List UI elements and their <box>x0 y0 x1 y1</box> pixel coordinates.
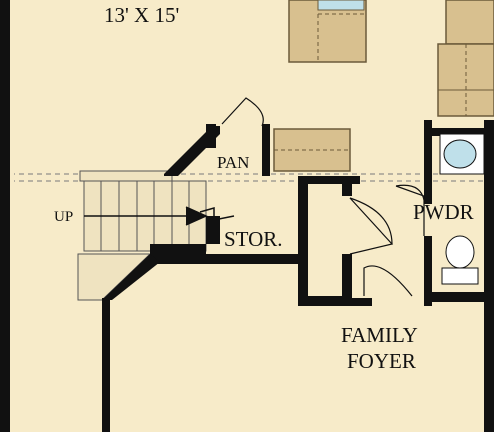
foyer-label-line2: FOYER <box>347 349 416 373</box>
toilet-icon <box>441 235 479 285</box>
stairs-up-label: UP <box>54 209 73 225</box>
powder-room-label: PWDR <box>413 200 474 224</box>
storage-label: STOR. <box>224 227 283 251</box>
foyer-label-line1: FAMILY <box>341 323 418 347</box>
powder-door <box>395 184 425 236</box>
pantry-label: PAN <box>217 153 249 172</box>
stair-handrail <box>79 170 173 182</box>
kitchen-cabinets <box>288 0 494 117</box>
pantry-door <box>221 97 264 127</box>
room-dimensions-label: 13' X 15' <box>104 3 179 27</box>
foyer-door <box>363 265 413 297</box>
sink-icon <box>439 133 485 175</box>
storage-door <box>349 197 394 255</box>
